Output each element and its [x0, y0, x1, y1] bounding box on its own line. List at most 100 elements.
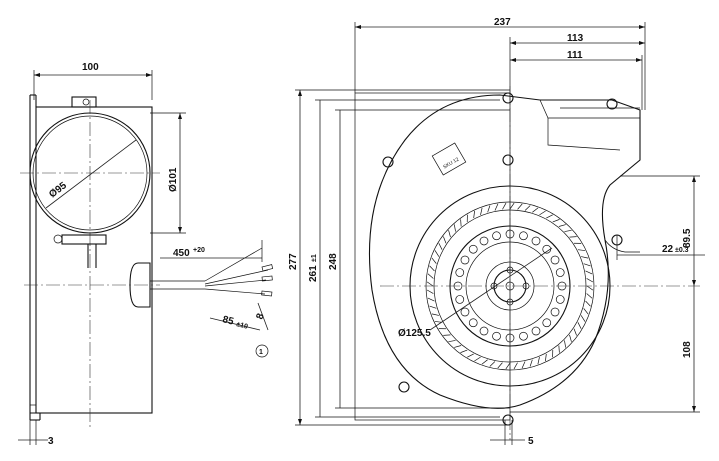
- rotor-bolt: [468, 244, 478, 254]
- blade: [558, 224, 566, 227]
- blade: [480, 207, 483, 215]
- rotor-bolt: [542, 318, 552, 328]
- blade: [502, 202, 507, 210]
- rotor-bolts: [453, 229, 567, 343]
- rotor-bolt: [555, 295, 565, 304]
- rotor-bolt: [555, 268, 565, 277]
- blade: [569, 334, 572, 342]
- blade: [434, 321, 443, 323]
- rotor-bolt: [550, 307, 560, 317]
- rotor-bolt: [455, 295, 465, 304]
- rotor-bolt: [460, 307, 470, 317]
- dim-108: 108: [682, 341, 693, 358]
- blade: [497, 362, 503, 369]
- dim-22: 22: [662, 244, 674, 255]
- label-text: SKU 12: [442, 157, 460, 171]
- dim-d125-5: Ø125.5: [398, 328, 431, 339]
- impeller-blades: [426, 202, 594, 370]
- blade: [583, 308, 589, 315]
- blade: [564, 340, 567, 348]
- blade: [585, 270, 593, 275]
- blade: [581, 256, 589, 259]
- dim-22-tol: ±0.3: [675, 247, 689, 254]
- rotor-bolt: [479, 236, 489, 246]
- dim-d101: Ø101: [168, 167, 179, 192]
- rotor-bolt: [531, 236, 541, 246]
- blade: [460, 349, 468, 353]
- dim-89-5: 89.5: [682, 228, 693, 248]
- dim-450: 450: [173, 248, 190, 259]
- blade: [431, 313, 439, 316]
- blade: [552, 219, 560, 223]
- blade: [448, 230, 451, 238]
- note-1: 1: [259, 349, 263, 356]
- blade: [454, 345, 462, 348]
- blade: [545, 353, 547, 362]
- rotor-bolt: [492, 231, 501, 241]
- blade: [558, 345, 560, 353]
- blade: [481, 359, 488, 365]
- rotor-bolt: [455, 268, 465, 277]
- blade: [448, 340, 456, 343]
- blade: [573, 328, 577, 336]
- dim-8: 8: [254, 312, 266, 321]
- blade: [429, 265, 435, 272]
- blade: [517, 203, 523, 210]
- blade: [474, 356, 481, 362]
- blade: [586, 293, 593, 299]
- blade: [585, 300, 591, 307]
- blade: [460, 219, 462, 227]
- blade: [577, 249, 586, 251]
- side-view: 100 Ø95 Ø101: [18, 62, 274, 447]
- blade: [443, 334, 451, 336]
- dim-113: 113: [567, 33, 584, 44]
- rotor-bolt: [492, 331, 501, 341]
- rotor-bolt: [468, 318, 478, 328]
- dim-261-tol: ±1: [311, 254, 318, 262]
- dim-261: 261: [308, 265, 319, 282]
- blade: [434, 250, 440, 257]
- dim-277: 277: [288, 253, 299, 270]
- blade: [529, 359, 533, 367]
- blade: [583, 263, 591, 267]
- blade: [509, 202, 515, 210]
- blade: [473, 210, 475, 219]
- rotor-bolt: [479, 326, 489, 336]
- blade: [532, 207, 539, 213]
- blade: [467, 353, 474, 358]
- dim-450-tol: +20: [193, 247, 205, 254]
- blade: [429, 305, 437, 309]
- rotor-bolt: [519, 231, 528, 241]
- blade: [443, 236, 447, 244]
- blade: [546, 214, 553, 219]
- blade: [577, 322, 582, 329]
- blade: [569, 236, 577, 238]
- blade: [487, 205, 491, 213]
- dim-3: 3: [48, 436, 54, 447]
- front-view: 237 113 111 277 261 ±1 248: [288, 17, 705, 447]
- blade: [453, 224, 456, 232]
- blade: [431, 257, 437, 264]
- blade: [586, 285, 594, 291]
- dim-85-tol: ±10: [236, 321, 249, 331]
- blade: [494, 203, 499, 211]
- dim-111: 111: [567, 50, 583, 61]
- blade: [489, 361, 496, 367]
- rotor-bolt: [519, 331, 528, 341]
- dim-237: 237: [494, 17, 511, 28]
- dim-d95: Ø95: [47, 180, 69, 200]
- blade: [564, 229, 572, 232]
- dim-248: 248: [328, 253, 339, 270]
- blade: [505, 362, 511, 370]
- rotor-bolt: [460, 255, 470, 265]
- blade: [513, 362, 518, 370]
- blade: [427, 297, 435, 302]
- blade: [524, 205, 531, 211]
- blade: [586, 278, 594, 283]
- rotor-bolt: [531, 326, 541, 336]
- dim-85: 85: [221, 314, 235, 327]
- rotor-bolt: [550, 255, 560, 265]
- blade: [539, 210, 546, 216]
- blade: [537, 357, 540, 365]
